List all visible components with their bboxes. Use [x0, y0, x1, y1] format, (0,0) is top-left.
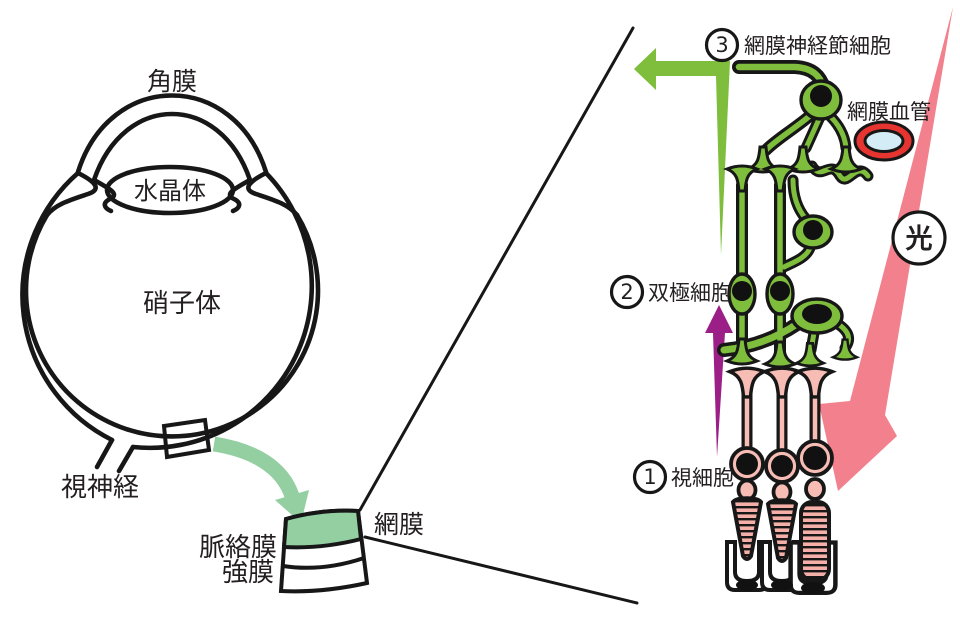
- lens-shape: [104, 164, 236, 216]
- sclera-outer-arc-left: [20, 170, 115, 443]
- step-3: 3 網膜神経節細胞: [704, 27, 891, 63]
- light-label: 光: [905, 224, 933, 255]
- pigment-nucleus: [771, 579, 793, 591]
- pigment-nucleus: [736, 579, 758, 591]
- eye-cross-section: 角膜 水晶体 硝子体 視神経: [20, 67, 321, 503]
- step-3-circle: [704, 27, 740, 63]
- photoreceptor-stalks: [747, 391, 815, 451]
- step-3-label: 網膜神経節細胞: [744, 34, 891, 58]
- limbus-left: [44, 170, 98, 218]
- step-1-label: 視細胞: [671, 466, 734, 490]
- light-arrow: [819, 7, 953, 491]
- rod-myoid: [804, 477, 826, 501]
- horizontal-nucleus: [802, 304, 832, 324]
- signal-out-arrow: [634, 48, 730, 255]
- ganglion-nucleus: [810, 85, 832, 107]
- light-circle: [891, 210, 947, 266]
- cone1-nucleus: [736, 453, 758, 475]
- rod-nucleus: [803, 446, 827, 470]
- step-2: 2 双極細胞: [609, 274, 732, 310]
- zoom-line-bottom: [363, 535, 639, 605]
- choroid-label: 脈絡膜: [199, 533, 277, 563]
- cone2-outer-segment: [765, 498, 799, 563]
- zoom-line-top: [358, 26, 635, 512]
- retina-inner-arc: [23, 212, 321, 439]
- cone1-outer-segment: [730, 496, 764, 561]
- step-2-label: 双極細胞: [648, 281, 732, 305]
- optic-nerve-right-line: [116, 444, 136, 474]
- cornea-label: 角膜: [147, 67, 197, 96]
- step-1-circle: [632, 459, 668, 495]
- strip-divider: [282, 556, 365, 570]
- amacrine-nucleus: [803, 220, 823, 240]
- pigment-nucleus: [801, 582, 825, 594]
- zoom-curved-arrow: [212, 436, 309, 523]
- limbus-right: [246, 170, 300, 218]
- layer-strip: 網膜 脈絡膜 強膜: [199, 508, 424, 594]
- step-1: 1 視細胞: [632, 459, 734, 495]
- optic-nerve-label: 視神経: [61, 473, 139, 503]
- iris-right: [227, 177, 253, 214]
- magnified-region-box: [161, 417, 212, 460]
- step-2-circle: [609, 274, 645, 310]
- sclera-label: 強膜: [222, 558, 274, 588]
- cone2-nucleus: [771, 455, 793, 477]
- retina-detail: 光: [609, 7, 953, 595]
- cornea-inner: [91, 111, 253, 183]
- step-2-number: 2: [620, 280, 633, 304]
- lens-label: 水晶体: [134, 177, 206, 205]
- rod-outer-segment: [799, 500, 831, 582]
- step-3-number: 3: [715, 33, 728, 57]
- retinal-vessel: [853, 120, 915, 162]
- photoreceptor-pedicles: [728, 366, 834, 399]
- step-1-number: 1: [643, 465, 656, 489]
- cornea-outer: [75, 93, 269, 175]
- bipolar2-nucleus: [770, 281, 790, 301]
- strip-retina-band: [281, 508, 364, 550]
- vitreous-label: 硝子体: [143, 289, 221, 319]
- signal-up-arrow: [705, 305, 733, 457]
- optic-nerve-left-line: [94, 437, 115, 470]
- retina-label: 網膜: [374, 510, 424, 539]
- bipolar1-nucleus: [732, 281, 752, 301]
- vessel-label: 網膜血管: [847, 100, 931, 124]
